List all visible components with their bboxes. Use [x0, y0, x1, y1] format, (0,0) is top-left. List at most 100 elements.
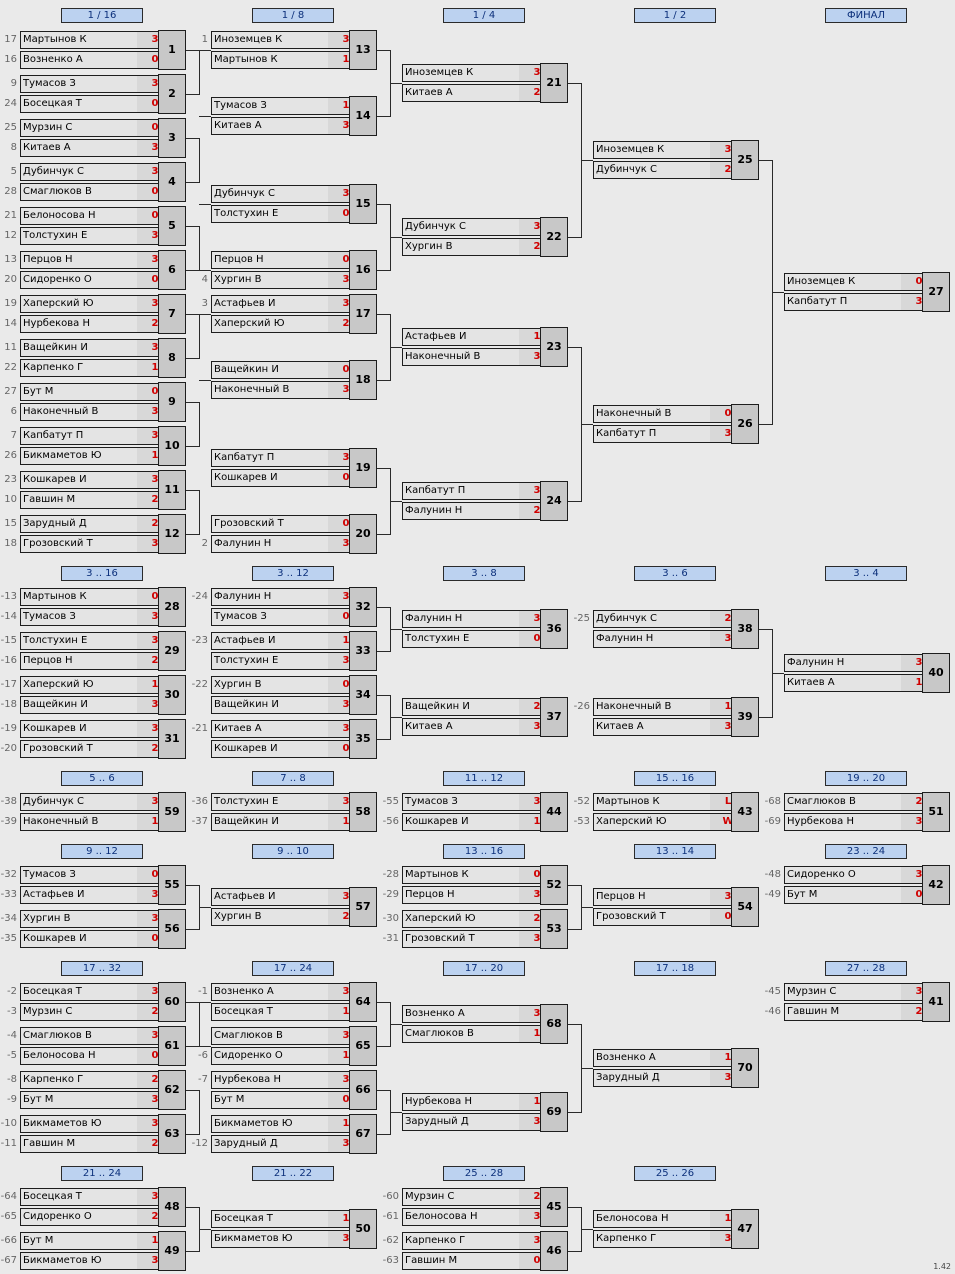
- match-38[interactable]: Дубинчук С2Фалунин Н338: [593, 609, 759, 649]
- player-row[interactable]: Карпенко Г2: [20, 1071, 174, 1089]
- player-row[interactable]: Хаперский Ю2: [211, 315, 365, 333]
- match-30[interactable]: Хаперский Ю1Ващейкин И330: [20, 675, 186, 715]
- player-row[interactable]: Китаев А3: [211, 117, 365, 135]
- player-row[interactable]: Мартынов К3: [20, 31, 174, 49]
- player-row[interactable]: Хургин В2: [211, 908, 365, 926]
- player-row[interactable]: Китаев А3: [20, 139, 174, 157]
- match-17[interactable]: Астафьев И3Хаперский Ю217: [211, 294, 377, 334]
- player-row[interactable]: Толстухин Е3: [20, 227, 174, 245]
- player-row[interactable]: Нурбекова Н3: [784, 813, 938, 831]
- player-row[interactable]: Грозовский Т0: [211, 515, 365, 533]
- match-25[interactable]: Иноземцев К3Дубинчук С225: [593, 140, 759, 180]
- match-42[interactable]: Сидоренко О3Бут М042: [784, 865, 950, 905]
- match-41[interactable]: Мурзин С3Гавшин М241: [784, 982, 950, 1022]
- player-row[interactable]: Белоносова Н1: [593, 1210, 747, 1228]
- player-row[interactable]: Босецкая Т1: [211, 1003, 365, 1021]
- player-row[interactable]: Иноземцев К3: [402, 64, 556, 82]
- player-row[interactable]: Кошкарев И0: [20, 930, 174, 948]
- match-11[interactable]: Кошкарев И3Гавшин М211: [20, 470, 186, 510]
- match-62[interactable]: Карпенко Г2Бут М362: [20, 1070, 186, 1110]
- player-row[interactable]: Капбатут П3: [593, 425, 747, 443]
- match-23[interactable]: Астафьев И1Наконечный В323: [402, 327, 568, 367]
- player-row[interactable]: Перцов Н3: [20, 251, 174, 269]
- match-21[interactable]: Иноземцев К3Китаев А221: [402, 63, 568, 103]
- player-row[interactable]: Перцов Н2: [20, 652, 174, 670]
- player-row[interactable]: Белоносова Н3: [402, 1208, 556, 1226]
- player-row[interactable]: Зарудный Д3: [211, 1135, 365, 1153]
- player-row[interactable]: Грозовский Т2: [20, 740, 174, 758]
- match-29[interactable]: Толстухин Е3Перцов Н229: [20, 631, 186, 671]
- match-4[interactable]: Дубинчук С3Смаглюков В04: [20, 162, 186, 202]
- match-63[interactable]: Бикмаметов Ю3Гавшин М263: [20, 1114, 186, 1154]
- player-row[interactable]: Мартынов К0: [20, 588, 174, 606]
- match-9[interactable]: Бут М0Наконечный В39: [20, 382, 186, 422]
- match-16[interactable]: Перцов Н0Хургин В316: [211, 250, 377, 290]
- player-row[interactable]: Кошкарев И3: [20, 471, 174, 489]
- player-row[interactable]: Тумасов З1: [211, 97, 365, 115]
- match-67[interactable]: Бикмаметов Ю1Зарудный Д367: [211, 1114, 377, 1154]
- player-row[interactable]: Перцов Н0: [211, 251, 365, 269]
- player-row[interactable]: Ващейкин И3: [20, 339, 174, 357]
- player-row[interactable]: Хаперский Ю1: [20, 676, 174, 694]
- player-row[interactable]: Фалунин Н2: [402, 502, 556, 520]
- player-row[interactable]: Смаглюков В3: [211, 1027, 365, 1045]
- match-46[interactable]: Карпенко Г3Гавшин М046: [402, 1231, 568, 1271]
- player-row[interactable]: Тумасов З0: [20, 866, 174, 884]
- match-45[interactable]: Мурзин С2Белоносова Н345: [402, 1187, 568, 1227]
- player-row[interactable]: Дубинчук С3: [20, 163, 174, 181]
- player-row[interactable]: Хургин В0: [211, 676, 365, 694]
- player-row[interactable]: Китаев А3: [402, 718, 556, 736]
- player-row[interactable]: Гавшин М2: [784, 1003, 938, 1021]
- player-row[interactable]: Сидоренко О2: [20, 1208, 174, 1226]
- match-61[interactable]: Смаглюков В3Белоносова Н061: [20, 1026, 186, 1066]
- player-row[interactable]: Мурзин С2: [402, 1188, 556, 1206]
- player-row[interactable]: Мартынов К1: [211, 51, 365, 69]
- player-row[interactable]: Наконечный В1: [20, 813, 174, 831]
- player-row[interactable]: Кошкарев И1: [402, 813, 556, 831]
- match-33[interactable]: Астафьев И1Толстухин Е333: [211, 631, 377, 671]
- match-68[interactable]: Возненко А3Смаглюков В168: [402, 1004, 568, 1044]
- match-53[interactable]: Хаперский Ю2Грозовский Т353: [402, 909, 568, 949]
- player-row[interactable]: Наконечный В3: [211, 381, 365, 399]
- player-row[interactable]: Фалунин Н3: [211, 535, 365, 553]
- player-row[interactable]: Мурзин С0: [20, 119, 174, 137]
- player-row[interactable]: Иноземцев К0: [784, 273, 938, 291]
- match-24[interactable]: Капбатут П3Фалунин Н224: [402, 481, 568, 521]
- player-row[interactable]: Грозовский Т3: [20, 535, 174, 553]
- player-row[interactable]: Дубинчук С3: [402, 218, 556, 236]
- player-row[interactable]: Китаев А1: [784, 674, 938, 692]
- player-row[interactable]: Мартынов К0: [402, 866, 556, 884]
- player-row[interactable]: Перцов Н3: [593, 888, 747, 906]
- player-row[interactable]: Смаглюков В3: [20, 1027, 174, 1045]
- match-12[interactable]: Зарудный Д2Грозовский Т312: [20, 514, 186, 554]
- player-row[interactable]: Возненко А1: [593, 1049, 747, 1067]
- player-row[interactable]: Ващейкин И2: [402, 698, 556, 716]
- player-row[interactable]: Бикмаметов Ю1: [211, 1115, 365, 1133]
- player-row[interactable]: Карпенко Г3: [402, 1232, 556, 1250]
- player-row[interactable]: Астафьев И3: [20, 886, 174, 904]
- player-row[interactable]: Наконечный В3: [402, 348, 556, 366]
- player-row[interactable]: Босецкая Т0: [20, 95, 174, 113]
- player-row[interactable]: Фалунин Н3: [211, 588, 365, 606]
- player-row[interactable]: Босецкая Т3: [20, 1188, 174, 1206]
- player-row[interactable]: Гавшин М0: [402, 1252, 556, 1270]
- player-row[interactable]: Иноземцев К3: [593, 141, 747, 159]
- player-row[interactable]: Возненко А3: [211, 983, 365, 1001]
- match-35[interactable]: Китаев А3Кошкарев И035: [211, 719, 377, 759]
- player-row[interactable]: Толстухин Е3: [211, 652, 365, 670]
- match-39[interactable]: Наконечный В1Китаев А339: [593, 697, 759, 737]
- player-row[interactable]: Босецкая Т1: [211, 1210, 365, 1228]
- player-row[interactable]: Нурбекова Н3: [211, 1071, 365, 1089]
- match-48[interactable]: Босецкая Т3Сидоренко О248: [20, 1187, 186, 1227]
- match-27[interactable]: Иноземцев К0Капбатут П327: [784, 272, 950, 312]
- player-row[interactable]: Кошкарев И3: [20, 720, 174, 738]
- player-row[interactable]: Сидоренко О0: [20, 271, 174, 289]
- match-3[interactable]: Мурзин С0Китаев А33: [20, 118, 186, 158]
- player-row[interactable]: Мурзин С3: [784, 983, 938, 1001]
- player-row[interactable]: Бикмаметов Ю1: [20, 447, 174, 465]
- player-row[interactable]: Хургин В2: [402, 238, 556, 256]
- player-row[interactable]: Хаперский Ю2: [402, 910, 556, 928]
- player-row[interactable]: Наконечный В1: [593, 698, 747, 716]
- match-40[interactable]: Фалунин Н3Китаев А140: [784, 653, 950, 693]
- player-row[interactable]: Астафьев И3: [211, 888, 365, 906]
